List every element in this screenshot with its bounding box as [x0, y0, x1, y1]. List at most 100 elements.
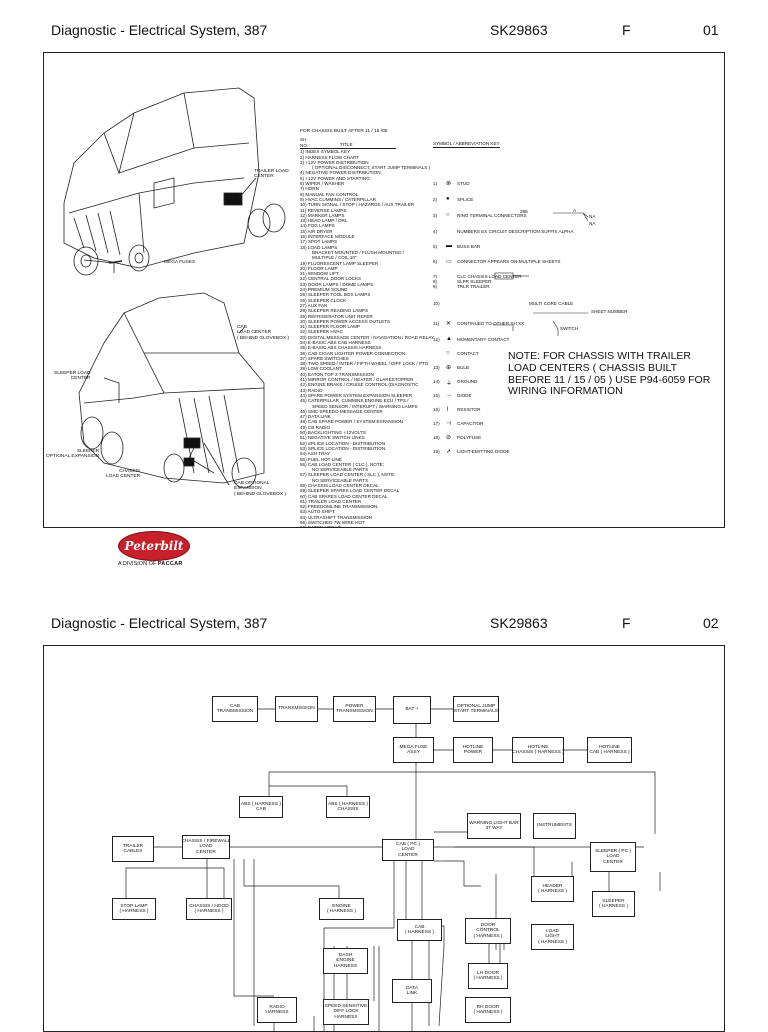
symbol-label: CAPACITOR — [457, 421, 484, 426]
box-rh-door: RH DOOR ( HARNESS ) — [465, 997, 511, 1023]
symbol-key-heading: SYMBOL / ABBREVIATION KEY — [433, 141, 500, 149]
callout-cab-optional: CAB OPTIONAL EXPANSION ( BEHIND GLOVEBOX… — [234, 481, 286, 497]
symbol-glyph-icon: ▬ — [446, 243, 452, 249]
index-item: 46) SMC SPEEDO MESSAGE CENTER — [300, 408, 383, 414]
symbol-glyph-icon: ○ — [446, 212, 450, 218]
symbol-number: 12) — [433, 337, 440, 342]
index-item: 48) CAB SPARE POWER / SYSTEM EXPANSION — [300, 419, 403, 425]
sheet-index: FOR CHASSIS BUILT AFTER 11 / 15 /05 SH N… — [300, 129, 490, 528]
logo-subtitle: A DIVISION OF PACCAR — [118, 561, 183, 567]
symbol-label: GROUND — [457, 379, 478, 384]
index-item: BRACKET MOUNTED / FLUSH MOUNTED / — [312, 249, 405, 255]
symbol-label: CONTACT — [457, 351, 479, 356]
symbol-number: 18) — [433, 435, 440, 440]
wiring-note: NOTE: FOR CHASSIS WITH TRAILER LOAD CENT… — [508, 350, 711, 398]
symbol-number: 11) — [433, 321, 440, 326]
page2-header: Diagnostic - Electrical System, 387 SK29… — [0, 615, 768, 637]
symbol-number: 6) — [433, 259, 438, 264]
box-trailer-cables: TRAILER CABLES — [112, 836, 154, 862]
box-optional-jump: OPTIONAL JUMP START TERMINALS — [453, 696, 499, 722]
index-item: 58) CHASSIS LOAD CENTER DECAL — [300, 483, 379, 488]
index-item: 20) FLOOR LAMP — [300, 265, 338, 271]
index-item: 34) E-BASIC ABS CAB HARNESS — [300, 339, 371, 345]
index-item: 30) SLEEPER POWER ACCESS OUTLETS — [300, 318, 391, 324]
callout-sleeper-optional: SLEEPER OPTIONAL EXPANSION — [46, 449, 100, 460]
index-item: 56) CAB LOAD CENTER ( CLC ), NOTE: — [300, 461, 384, 467]
index-item: 10) TURN SIGNAL / STOP / HAZARDS / AUX T… — [300, 202, 415, 208]
symbol-number: 5) — [433, 244, 438, 249]
symbol-glyph-icon: ➚ — [446, 449, 452, 455]
symbol-glyph-icon: ▭ — [446, 259, 452, 265]
symbol-number: 10) — [433, 301, 440, 306]
sym-wire-number: 288 — [520, 209, 528, 214]
index-item: 21) WINDOW LIFT — [300, 271, 339, 277]
index-item: 59) SLEEPER SPARES LOAD CENTER DECAL — [300, 488, 400, 494]
sym-switch: SWITCH — [560, 326, 579, 331]
index-item: 25) SLEEPER TOOL BOX LAMPS — [300, 292, 371, 298]
box-mega-fuse: MEGA FUSE ASSY — [393, 737, 434, 763]
index-item: 53) SPLICE LOCATION - DISTRIBUTION — [300, 445, 386, 451]
box-transmission: TRANSMISSION — [275, 696, 318, 722]
symbol-key-lines — [493, 212, 589, 336]
index-item: 29) REFRIGERATOR UNIT REFER — [300, 313, 373, 319]
symbol-label: STUD — [457, 181, 470, 186]
index-item: 1) INDEX SYMBOL KEY — [300, 149, 351, 155]
index-item: 6) WIPER / WASHER — [300, 181, 345, 187]
symbol-glyph-icon: ▲ — [446, 336, 452, 342]
index-item: 41) MIRROR CONTROL / HEATER / GLARESTOPP… — [300, 377, 414, 383]
symbol-label: LIGHT-EMITTING DIODE — [457, 449, 510, 454]
index-item: MULTIPLE / COIL 10" — [312, 255, 357, 261]
index-item: 26) SLEEPER CLOCK — [300, 297, 347, 303]
index-item: 40) EATON TOP 2 TRANSMISSION — [300, 371, 374, 377]
sym-sheet-number: SHEET NUMBER — [591, 309, 628, 314]
symbol-glyph-icon: ⊕ — [446, 365, 452, 371]
index-item: 65) SWITCHED 7W WIRE HOT — [300, 520, 365, 526]
sym-na-2: NA — [589, 221, 596, 226]
symbol-number: 13) — [433, 365, 440, 370]
callout-trailer-load-center: TRAILER LOAD CENTER — [254, 169, 289, 180]
truck-illustrations — [63, 87, 286, 489]
box-dash-engine: DASH ENGINE HARNESS — [323, 948, 368, 974]
symbol-number: 16) — [433, 407, 440, 412]
peterbilt-logo: Peterbilt — [118, 531, 190, 561]
symbol-label: DIODE — [457, 393, 472, 398]
box-lh-door: LH DOOR ( HARNESS ) — [468, 963, 508, 989]
callout-chassis-load-center: CHASSIS LOAD CENTER — [106, 469, 141, 480]
symbol-number: 8) — [433, 279, 438, 284]
sym-na-1: NA — [589, 214, 596, 219]
index-item: 28) SLEEPER READING LAMPS — [300, 308, 369, 314]
index-item: 63) AUTO SHIFT — [300, 509, 335, 515]
index-item: 49) CB RADIO — [300, 424, 331, 430]
box-hotline-chassis: HOTLINE CHASSIS ( HARNESS ) — [512, 737, 564, 763]
index-item: 45) CATERPILLAR, CUMMINS ENGINE ECU / TP… — [300, 398, 409, 404]
symbol-label: RESISTOR — [457, 407, 481, 412]
symbol-number: 14) — [433, 379, 440, 384]
index-item: 5) +12V POWER AND STARTING — [300, 175, 370, 181]
symbol-number: 3) — [433, 213, 438, 218]
symbol-label: NUMBERS EX CIRCUIT DESCRIPTION SUFFIX AL… — [457, 229, 574, 234]
index-item: 51) NEGATIVE SWITCH LINKS — [300, 435, 365, 441]
symbol-number: 9) — [433, 284, 438, 289]
symbol-glyph-icon: ○ — [446, 350, 450, 356]
box-hotline-power: HOTLINE POWER — [453, 737, 493, 763]
index-item: 64) ULTRASHIFT TRANSMISSION — [300, 514, 372, 520]
box-instruments: INSTRUMENTS — [533, 813, 576, 839]
index-item: 50) BACKLIGHTING +12VOLTS — [300, 430, 366, 436]
index-item: 42) ENGINE BRAKE / CRUISE CONTROL (DIAGN… — [300, 382, 419, 388]
page2-drawing-frame: CAB TRANSMISSION TRANSMISSION POWER TRAN… — [43, 645, 725, 1032]
symbol-label: POLYFUSE — [457, 435, 482, 440]
symbol-number: 1) — [433, 181, 438, 186]
index-item: 43) RADIO — [300, 387, 323, 393]
symbol-label: SLPR SLEEPER — [457, 279, 492, 284]
symbol-glyph-icon: ⌇ — [446, 407, 449, 413]
box-power-transmission: POWER TRANSMISSION — [333, 696, 376, 722]
index-item: SPEED SENSOR / INTERUPT / WARNING LAMPS — [312, 403, 418, 409]
index-item: 27) AUX FAN — [300, 302, 328, 308]
symbol-number: 2) — [433, 197, 438, 202]
index-item: 66) EATON VORAD — [300, 525, 341, 528]
index-item: 62) FREEDOMLINE TRANSMISSION — [300, 504, 378, 510]
box-chassis-hood: CHASSIS / HOOD ( HARNESS ) — [186, 898, 232, 920]
index-col-sh: SH NO. — [300, 137, 309, 148]
symbol-glyph-icon: ⊣ — [446, 421, 452, 427]
